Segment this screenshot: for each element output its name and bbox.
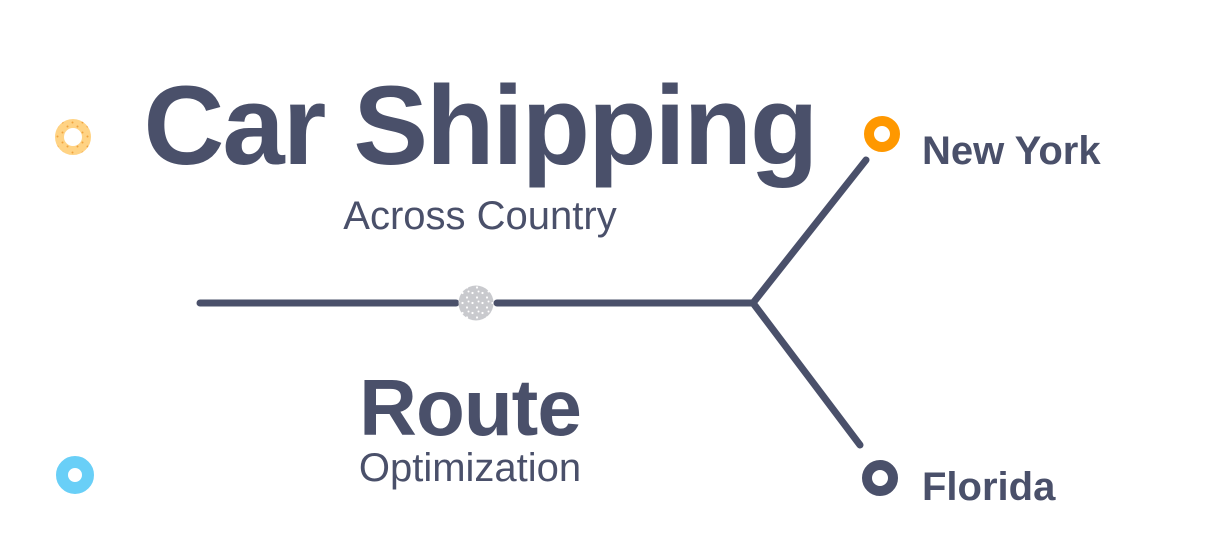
page-title: Car Shipping xyxy=(143,63,819,188)
yellow-donut-icon xyxy=(55,119,91,155)
title-block: Car Shipping Across Country xyxy=(130,70,830,240)
branch-line-new-york xyxy=(749,156,870,307)
center-dot-icon xyxy=(458,285,494,321)
new-york-marker-icon xyxy=(864,116,900,152)
route-title: Route xyxy=(359,363,582,452)
blue-donut-icon xyxy=(56,456,94,494)
route-title-block: Route Optimization xyxy=(130,368,810,492)
destination-label-florida: Florida xyxy=(922,465,1056,509)
route-subtitle: Optimization xyxy=(358,446,582,490)
florida-marker-icon xyxy=(862,460,898,496)
branch-line-florida xyxy=(749,299,864,449)
destination-label-new-york: New York xyxy=(922,129,1101,173)
page-subtitle: Across Country xyxy=(343,194,617,238)
